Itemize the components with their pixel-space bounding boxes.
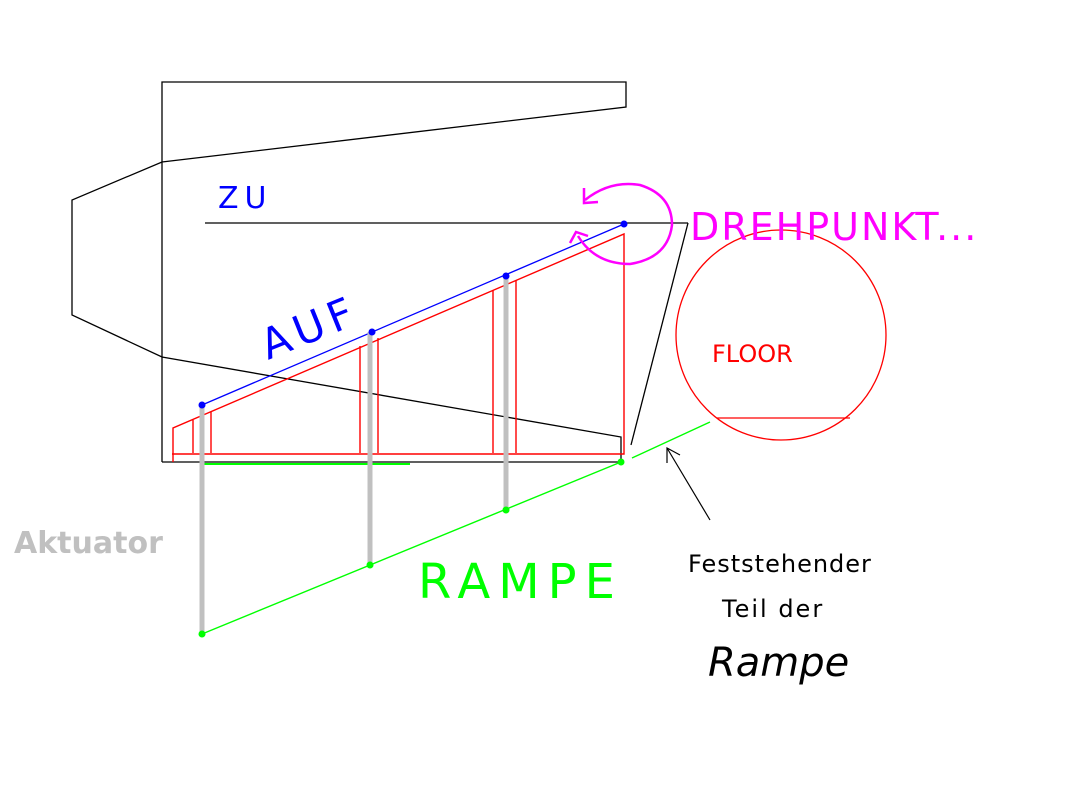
label-auf: AUF bbox=[253, 286, 366, 370]
floor-circle bbox=[675, 229, 887, 441]
label-rampe: RAMPE bbox=[418, 554, 623, 610]
vehicle-outline bbox=[71, 81, 689, 463]
pointer-arrow-icon bbox=[666, 446, 711, 521]
ramp-frame bbox=[172, 232, 625, 462]
actuators bbox=[199, 276, 509, 634]
label-fixed-part-2: Teil der bbox=[721, 595, 824, 623]
pivot-point bbox=[620, 220, 628, 228]
open-position bbox=[201, 223, 625, 406]
fixed-part-edge bbox=[630, 222, 689, 446]
label-zu: ZU bbox=[218, 181, 273, 216]
joints bbox=[198, 220, 628, 638]
rotation-arrow-icon bbox=[568, 182, 674, 266]
label-fixed-part-1: Feststehender bbox=[688, 550, 872, 578]
ramp-line bbox=[201, 421, 711, 635]
label-drehpunkt: DREHPUNKT... bbox=[690, 205, 978, 249]
label-fixed-part-3: Rampe bbox=[708, 640, 849, 686]
label-aktuator: Aktuator bbox=[14, 526, 163, 561]
label-floor: FLOOR bbox=[712, 340, 793, 368]
